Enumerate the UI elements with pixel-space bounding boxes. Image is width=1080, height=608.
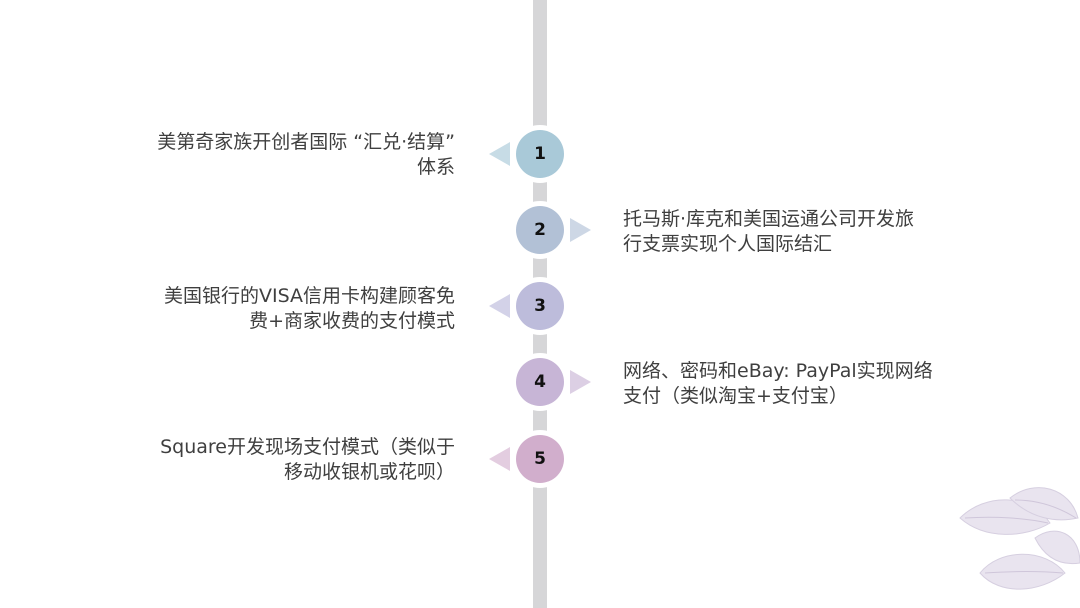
timeline-node-4: 4	[516, 358, 564, 406]
arrow-right-icon	[570, 370, 591, 394]
leaves-icon	[940, 478, 1080, 608]
arrow-left-icon	[489, 294, 510, 318]
timeline-node-3: 3	[516, 282, 564, 330]
timeline-item-1-text: 美第奇家族开创者国际 “汇兑·结算” 体系	[95, 130, 455, 180]
timeline-node-2: 2	[516, 206, 564, 254]
arrow-right-icon	[570, 218, 591, 242]
timeline-node-5: 5	[516, 435, 564, 483]
timeline-item-3-text: 美国银行的VISA信用卡构建顾客免 费+商家收费的支付模式	[95, 284, 455, 334]
arrow-left-icon	[489, 447, 510, 471]
timeline-node-1: 1	[516, 130, 564, 178]
arrow-left-icon	[489, 142, 510, 166]
timeline-item-5-text: Square开发现场支付模式（类似于 移动收银机或花呗）	[95, 435, 455, 485]
timeline-item-4-text: 网络、密码和eBay: PayPal实现网络 支付（类似淘宝+支付宝）	[623, 359, 983, 409]
timeline-item-2-text: 托马斯·库克和美国运通公司开发旅 行支票实现个人国际结汇	[623, 207, 983, 257]
